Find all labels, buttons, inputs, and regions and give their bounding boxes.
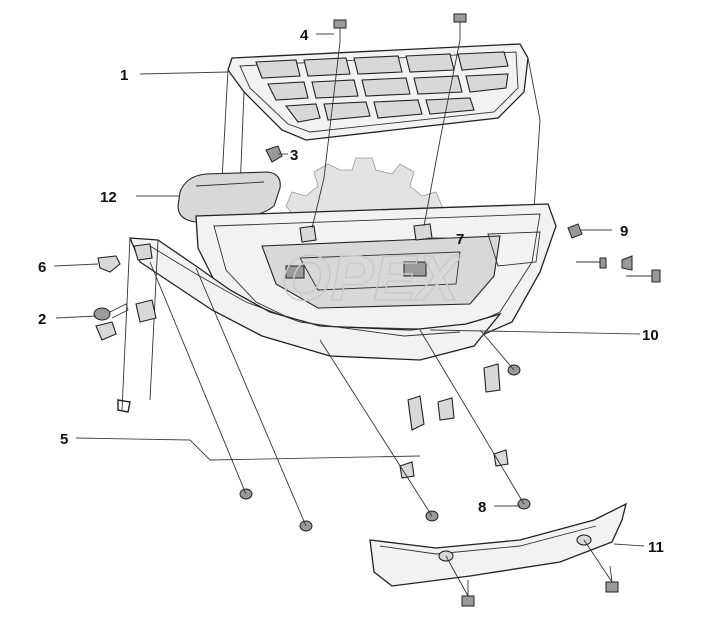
part-12-pad (177, 171, 281, 223)
callout-12: 12 (100, 189, 117, 206)
callout-11: 11 (648, 539, 664, 556)
part-5-side-panel (117, 237, 502, 413)
grille-cells (255, 51, 509, 123)
part-8-nuts (239, 363, 531, 532)
callout-1: 1 (120, 67, 128, 84)
part-6-clip (97, 243, 153, 273)
part-2-screw (93, 303, 129, 321)
callout-4: 4 (300, 27, 309, 44)
part-11-kick-plate (369, 502, 627, 587)
callout-6: 6 (38, 259, 46, 276)
callout-7: 7 (456, 231, 464, 248)
leader-lines (53, 33, 645, 547)
part-4-bolt (333, 13, 467, 42)
callout-9: 9 (620, 223, 628, 240)
callout-3: 3 (290, 147, 298, 164)
callout-5: 5 (60, 431, 68, 448)
part-10-lower-housing (195, 203, 557, 343)
assembly-lines (149, 39, 613, 597)
callout-8: 8 (478, 499, 486, 516)
part-3-nut (265, 145, 283, 163)
part-9-bolt (567, 223, 661, 283)
clip-left-lower (95, 299, 157, 341)
part-1-grille-cover (221, 43, 541, 211)
callout-2: 2 (38, 311, 46, 328)
kick-plate-bolts (461, 565, 619, 607)
watermark-text: OPEX (281, 242, 462, 314)
callout-10: 10 (642, 327, 659, 344)
